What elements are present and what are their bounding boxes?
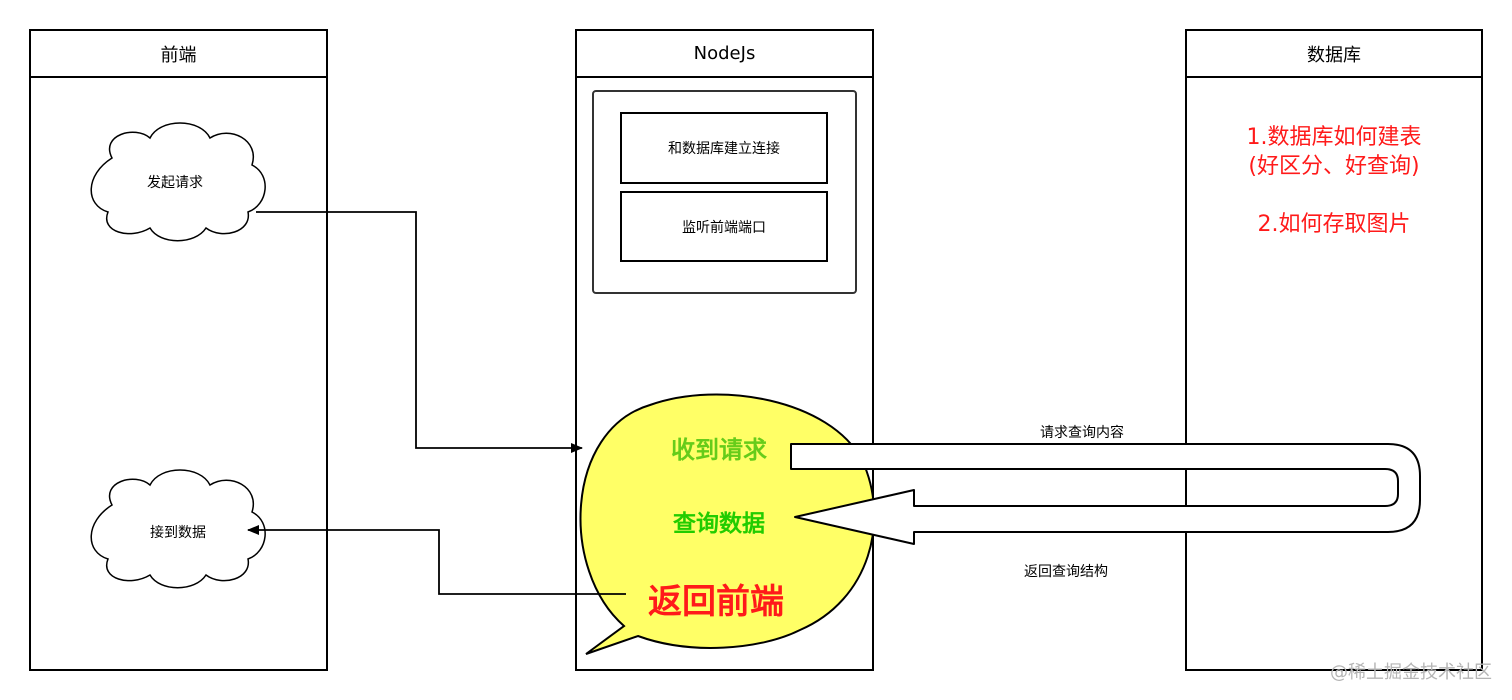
- database-lane: 数据库: [1185, 29, 1483, 671]
- return-result-label: 返回查询结构: [1024, 564, 1108, 580]
- database-lane-title: 数据库: [1187, 31, 1481, 78]
- receive-data-cloud: [90, 469, 266, 589]
- listen-port-box: 监听前端端口: [620, 191, 828, 262]
- return-arrow: [247, 525, 626, 595]
- receive-request-text: 收到请求: [671, 436, 767, 464]
- query-data-text: 查询数据: [673, 511, 765, 537]
- receive-data-label: 接到数据: [150, 525, 206, 541]
- db-note-line2: (好区分、好查询): [1248, 154, 1420, 179]
- return-frontend-text: 返回前端: [648, 582, 784, 622]
- connect-db-box: 和数据库建立连接: [620, 112, 828, 184]
- query-roundtrip-arrow: [790, 443, 1421, 545]
- listen-port-label: 监听前端端口: [682, 219, 766, 236]
- db-note-line3: 2.如何存取图片: [1257, 212, 1411, 237]
- nodejs-lane-title: NodeJs: [577, 31, 872, 78]
- request-arrow: [256, 211, 583, 453]
- db-note-line1: 1.数据库如何建表: [1246, 125, 1422, 150]
- query-content-label: 请求查询内容: [1040, 425, 1124, 441]
- send-request-label: 发起请求: [147, 175, 203, 191]
- frontend-lane-title: 前端: [31, 31, 326, 78]
- nodejs-setup-group: [592, 90, 857, 294]
- send-request-cloud: [90, 122, 266, 242]
- watermark-text: @稀土掘金技术社区: [1330, 662, 1492, 683]
- connect-db-label: 和数据库建立连接: [668, 141, 780, 157]
